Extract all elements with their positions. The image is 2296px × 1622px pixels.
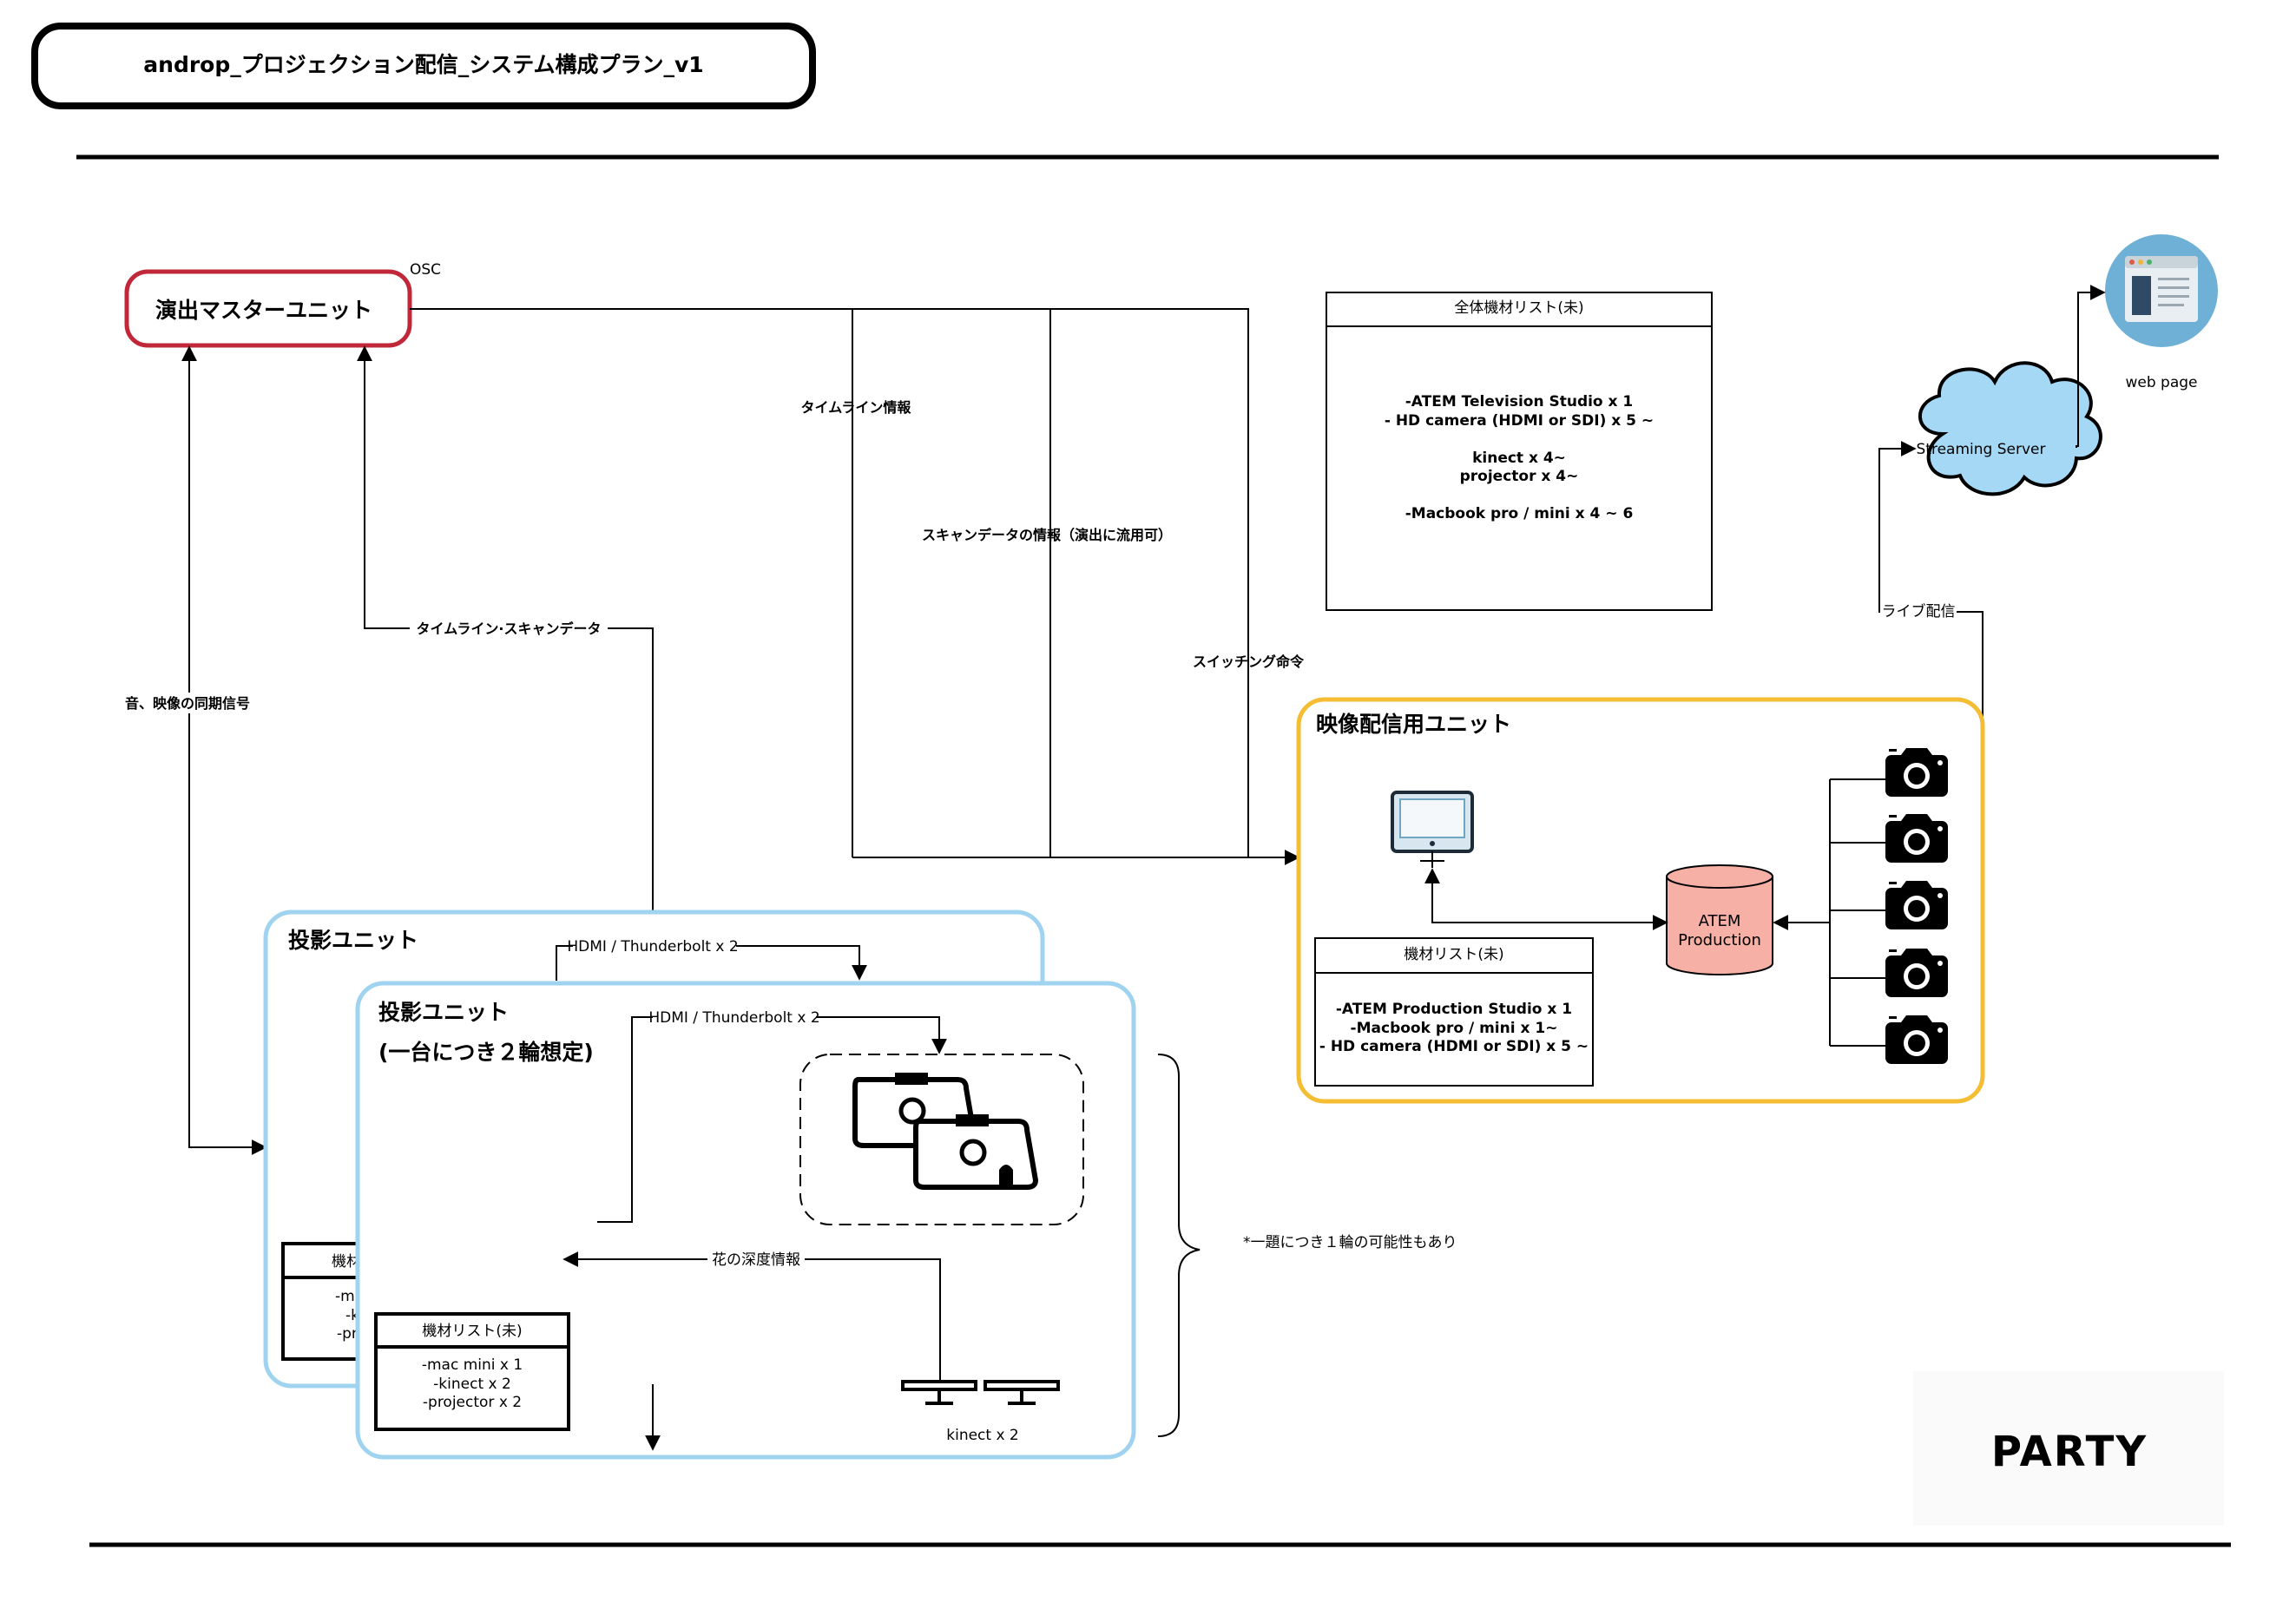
timeline-info-label: タイムライン情報 — [801, 399, 912, 416]
camera-icon — [1885, 814, 1948, 863]
projection-front-sublabel: (一台につき２輪想定) — [378, 1040, 594, 1065]
projector-icon — [916, 1114, 1036, 1187]
hdmi-front-label: HDMI / Thunderbolt x 2 — [648, 1009, 819, 1027]
flower-depth-label: 花の深度情報 — [712, 1251, 800, 1269]
server-to-web-arrow — [2076, 285, 2106, 448]
hdmi-back-label: HDMI / Thunderbolt x 2 — [567, 938, 738, 955]
projector-group — [799, 1054, 1084, 1225]
web-page-label: web page — [2125, 374, 2197, 391]
back-equipment-line: -pr — [337, 1325, 358, 1343]
note-text: *一題につき１輪の可能性もあり — [1243, 1234, 1457, 1251]
kinect-icon — [984, 1380, 1060, 1405]
brace — [1157, 1054, 1201, 1437]
label-bg — [707, 1249, 805, 1270]
master-unit-label: 演出マスターユニット — [155, 298, 372, 323]
title-box — [31, 23, 816, 109]
switching-line — [410, 308, 1249, 857]
projection-back-label: 投影ユニット — [288, 928, 418, 953]
back-equipment-title: 機材 — [332, 1253, 361, 1271]
front-equipment-line: -projector x 2 — [423, 1394, 522, 1411]
live-stream-label: ライブ配信 — [1882, 602, 1956, 621]
web-page-icon — [2105, 234, 2218, 347]
video-equipment-line: - HD camera (HDMI or SDI) x 5 ~ — [1319, 1038, 1589, 1055]
av-sync-label: 音、映像の同期信号 — [125, 695, 250, 712]
kinect-icon — [901, 1380, 977, 1405]
overall-equipment-title: 全体機材リスト(未) — [1454, 299, 1583, 317]
video-equipment-title: 機材リスト(未) — [1404, 946, 1503, 963]
osc-label: OSC — [410, 261, 441, 279]
atem-production-node — [1666, 864, 1773, 975]
timeline-scan-label: タイムライン·スキャンデータ — [417, 621, 602, 637]
video-equipment-box — [1314, 937, 1594, 1087]
camera-icon — [1885, 881, 1948, 929]
label-bg — [1880, 601, 1957, 621]
cloud-icon — [1918, 361, 2102, 496]
overall-equipment-line: projector x 4~ — [1460, 468, 1579, 485]
overall-equipment-line: -ATEM Television Studio x 1 — [1405, 393, 1634, 410]
front-equipment-line: -kinect x 2 — [433, 1376, 511, 1393]
overall-equipment-line: -Macbook pro / mini x 4 ~ 6 — [1405, 505, 1634, 522]
hdmi-front-arrow — [597, 1016, 947, 1223]
front-equipment-title: 機材リスト(未) — [422, 1323, 522, 1340]
video-unit-label: 映像配信用ユニット — [1316, 712, 1511, 737]
scan-data-info-label: スキャンデータの情報（演出に流用可） — [922, 527, 1172, 543]
switching-command-label: スイッチング命令 — [1193, 653, 1305, 670]
flower-depth-arrow — [562, 1251, 941, 1382]
label-bg — [120, 693, 259, 713]
brand-logo: PARTY — [1991, 1428, 2148, 1476]
kinect-label: kinect x 2 — [946, 1427, 1019, 1444]
sync-arrow — [181, 345, 267, 1155]
camera-icon — [1885, 748, 1948, 797]
page-title: androp_プロジェクション配信_システム構成プラン_v1 — [143, 52, 703, 77]
atem-production-label: Production — [1678, 931, 1761, 949]
overall-equipment-box — [1326, 292, 1713, 611]
label-bg — [573, 936, 736, 956]
camera-icon — [1885, 1015, 1948, 1064]
projection-front-label: 投影ユニット — [378, 1000, 509, 1025]
brand-panel — [1913, 1371, 2224, 1526]
atem-label: ATEM — [1699, 912, 1741, 930]
label-bg — [653, 1007, 816, 1028]
monitor-icon — [1391, 791, 1474, 868]
camera-icon — [1885, 949, 1948, 997]
video-equipment-line: -ATEM Production Studio x 1 — [1336, 1001, 1572, 1018]
front-equipment-box — [374, 1312, 570, 1431]
video-equipment-line: -Macbook pro / mini x 1~ — [1351, 1020, 1558, 1037]
label-bg — [410, 618, 608, 639]
front-equipment-line: -mac mini x 1 — [422, 1356, 523, 1374]
overall-equipment-line: - HD camera (HDMI or SDI) x 5 ~ — [1385, 412, 1654, 430]
atem-monitor-arrow — [1424, 868, 1668, 930]
overall-equipment-line: kinect x 4~ — [1472, 450, 1566, 467]
streaming-server-label: Streaming Server — [1917, 441, 2046, 458]
